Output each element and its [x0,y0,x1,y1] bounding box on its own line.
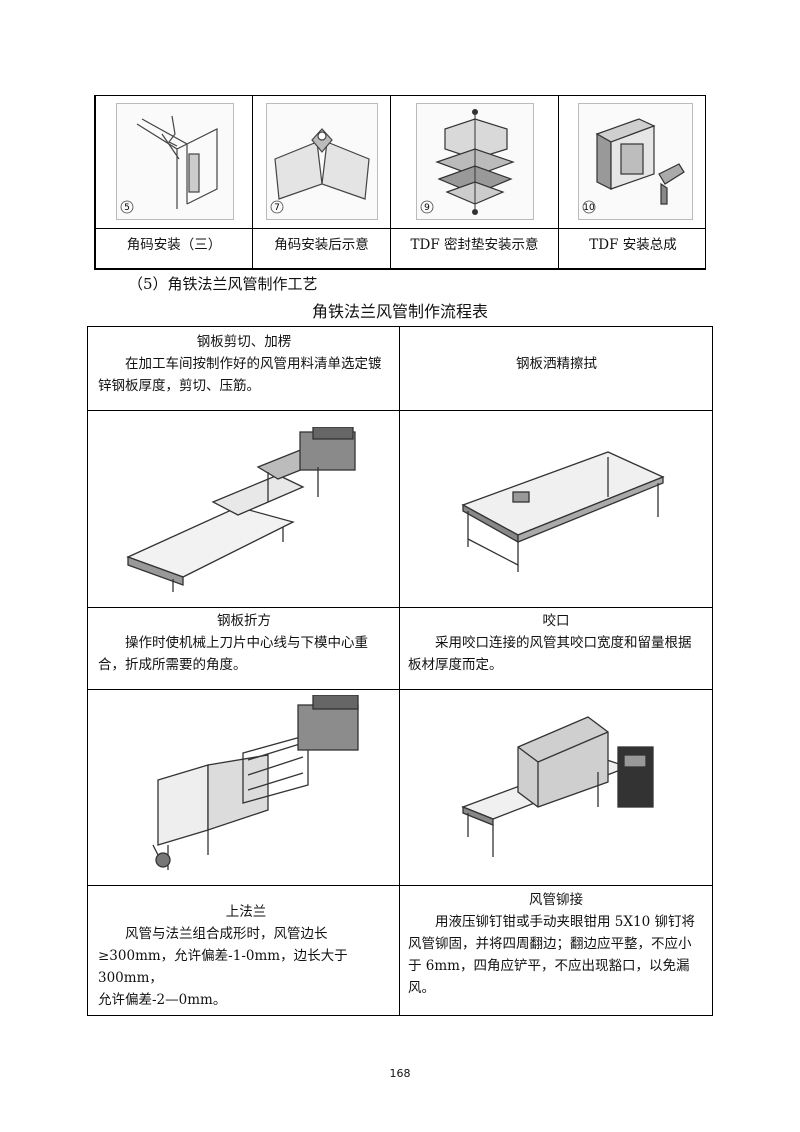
svg-text:7: 7 [274,203,280,213]
figure-tdf-assembly: 10 [578,103,693,220]
image-seaming-machine [458,707,663,867]
figure-tdf-gasket-install: 9 [416,103,534,220]
svg-text:5: 5 [124,203,130,213]
step-steel-folding: 钢板折方 操作时使机械上刀片中心线与下模中心重合，折成所需要的角度。 [98,610,390,676]
step-seaming: 咬口 采用咬口连接的风管其咬口宽度和留量根据板材厚度而定。 [408,610,704,676]
caption-corner-bracket-install: 角码安装（三） [126,237,222,253]
tdf-assembly-icon: 10 [582,118,685,214]
corner-bracket-install-icon: 5 [120,115,218,214]
step-title: 上法兰 [225,904,267,920]
folding-line-icon [152,695,359,870]
caption-corner-bracket-installed: 角码安装后示意 [274,237,369,253]
step-description-line-3: 允许偏差-2—0mm。 [98,992,227,1008]
image-folding-line [148,695,373,875]
step-description: 操作时使机械上刀片中心线与下模中心重合，折成所需要的角度。 [98,635,368,673]
top-figure-table: 5 7 9 [94,95,706,270]
step-title: 咬口 [542,613,570,629]
shearing-machine-icon [126,427,356,592]
caption-tdf-assembly: TDF 安装总成 [589,237,677,253]
step-flange-fitting: 上法兰 风管与法兰组合成形时，风管边长 ≥300mm，允许偏差-1-0mm，边长… [98,901,394,1011]
work-table-icon [461,451,665,572]
image-shearing-machine [118,427,380,595]
page-number: 168 [389,1067,411,1080]
step-description: 在加工车间按制作好的风管用料清单选定镀锌钢板厚度，剪切、压筋。 [98,356,382,394]
step-title: 钢板折方 [217,613,271,629]
step-steel-shearing: 钢板剪切、加楞 在加工车间按制作好的风管用料清单选定镀锌钢板厚度，剪切、压筋。 [98,331,390,397]
svg-text:9: 9 [424,203,430,213]
svg-text:10: 10 [583,203,595,213]
caption-tdf-gasket-install: TDF 密封垫安装示意 [410,237,539,253]
flow-table-title: 角铁法兰风管制作流程表 [311,302,488,321]
step-description: 用液压铆钉钳或手动夹眼钳用 5X10 铆钉将风管铆固，并将四周翻边；翻边应平整，… [408,914,695,996]
step-steel-wiping: 钢板洒精擦拭 [400,353,713,375]
step-title: 钢板洒精擦拭 [516,356,597,372]
figure-corner-bracket-install: 5 [116,103,234,220]
figure-corner-bracket-installed: 7 [266,103,378,220]
corner-bracket-installed-icon: 7 [270,128,370,214]
seaming-machine-icon [461,716,654,857]
flow-table: 钢板剪切、加楞 在加工车间按制作好的风管用料清单选定镀锌钢板厚度，剪切、压筋。 … [87,326,713,1016]
step-riveting: 风管铆接 用液压铆钉钳或手动夹眼钳用 5X10 铆钉将风管铆固，并将四周翻边；翻… [408,889,704,999]
tdf-gasket-install-icon: 9 [420,109,515,215]
step-title: 风管铆接 [529,892,583,908]
step-description-line-2: ≥300mm，允许偏差-1-0mm，边长大于 300mm， [98,948,348,986]
section-heading: （5）角铁法兰风管制作工艺 [128,275,318,293]
step-description: 采用咬口连接的风管其咬口宽度和留量根据板材厚度而定。 [408,635,692,673]
step-description-line-1: 风管与法兰组合成形时，风管边长 [125,926,328,942]
image-work-table [458,447,668,577]
step-title: 钢板剪切、加楞 [196,334,292,350]
